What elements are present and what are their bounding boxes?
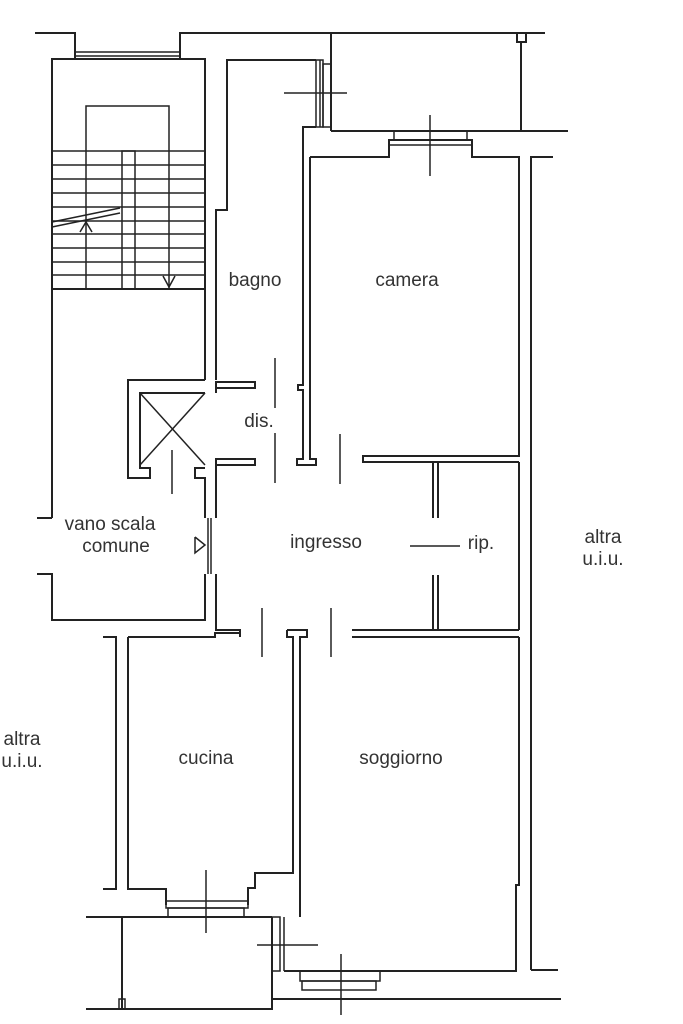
room-label-soggiorno: soggiorno	[359, 748, 443, 769]
room-label-dis: dis.	[244, 411, 274, 432]
neighbor-label-left-1: altra	[3, 729, 41, 750]
room-label-vano-scala: vano scala	[64, 514, 156, 535]
stair-treads	[51, 150, 205, 290]
neighbor-label-left-2: u.i.u.	[1, 751, 43, 772]
room-label-rip: rip.	[467, 533, 495, 554]
room-label-ingresso: ingresso	[290, 532, 362, 553]
room-label-camera: camera	[375, 270, 439, 291]
room-label-bagno: bagno	[228, 270, 282, 291]
neighbor-label-right-1: altra	[584, 527, 622, 548]
neighbor-label-right-2: u.i.u.	[582, 549, 624, 570]
room-label-comune: comune	[82, 536, 150, 557]
room-label-cucina: cucina	[178, 748, 234, 769]
walls	[35, 32, 568, 1015]
